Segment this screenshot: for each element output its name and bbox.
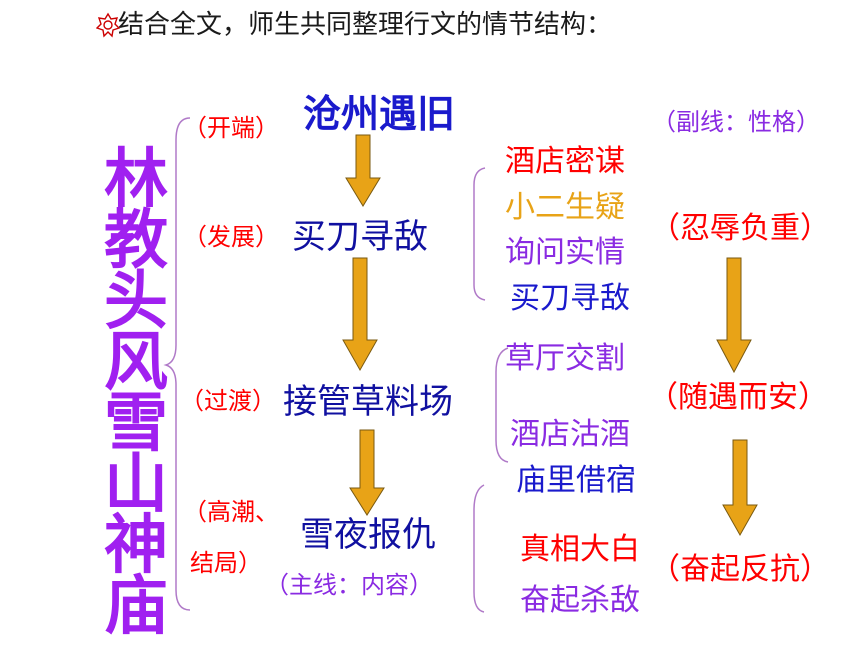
detail-transition-2: 酒店沽酒 — [510, 417, 630, 452]
stage-label-transition: （过渡） — [180, 387, 276, 415]
stage-label-ending: 结局） — [190, 549, 262, 577]
event-opening: 沧州遇旧 — [303, 92, 456, 136]
arrow-down-1 — [345, 134, 381, 207]
arrow-down-2 — [342, 257, 378, 372]
annotation-subline: （副线：性格） — [652, 108, 820, 136]
event-climax: 雪夜报仇 — [300, 515, 436, 555]
arrow-down-trait-1 — [716, 257, 752, 374]
stage-label-development: （发展） — [183, 223, 279, 251]
bracket-transition — [495, 347, 509, 463]
stage-label-opening: （开端） — [183, 114, 279, 142]
header-title: 结合全文，师生共同整理行文的情节结构： — [118, 10, 613, 40]
detail-development-3: 询问实情 — [505, 235, 625, 270]
detail-climax-2: 奋起杀敌 — [520, 583, 640, 618]
left-brace — [163, 117, 191, 611]
bracket-development — [473, 167, 486, 301]
arrow-down-trait-2 — [722, 439, 758, 537]
trait-3: （奋起反抗） — [650, 552, 830, 587]
detail-transition-1: 草厅交割 — [505, 341, 625, 376]
detail-development-4: 买刀寻敌 — [510, 281, 630, 316]
detail-development-1: 酒店密谋 — [505, 144, 625, 179]
detail-transition-3: 庙里借宿 — [516, 463, 636, 498]
detail-climax-1: 真相大白 — [520, 532, 640, 567]
stage-label-climax: （高潮、 — [183, 498, 279, 526]
bracket-climax — [473, 484, 485, 613]
annotation-mainline: （主线：内容） — [265, 571, 433, 599]
vertical-title: 林教头风雪山神庙 — [104, 143, 168, 644]
flower-bullet-icon — [96, 12, 120, 38]
event-transition: 接管草料场 — [283, 382, 453, 422]
event-development: 买刀寻敌 — [292, 217, 428, 257]
detail-development-2: 小二生疑 — [505, 190, 625, 225]
trait-1: （忍辱负重） — [650, 211, 830, 246]
arrow-down-3 — [349, 429, 385, 516]
trait-2: （随遇而安） — [648, 380, 828, 415]
